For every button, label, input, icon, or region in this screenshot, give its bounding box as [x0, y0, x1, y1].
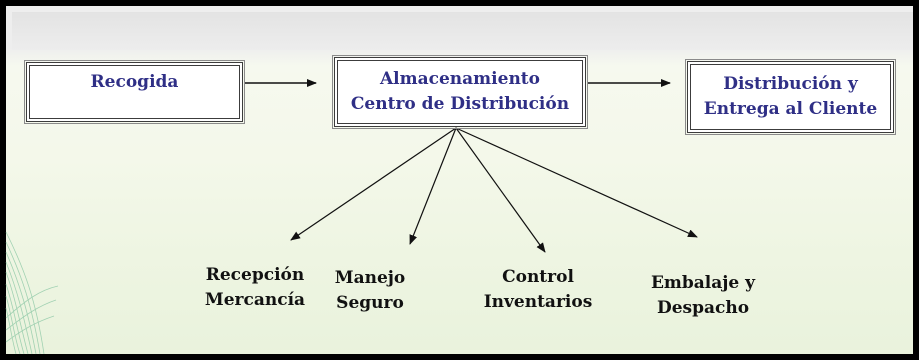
activity-recepcion-line2: Mercancía — [204, 290, 306, 310]
arrow-to-recepcion — [290, 127, 457, 241]
activity-manejo: Manejo Seguro — [330, 266, 410, 316]
activity-embalaje-line1: Embalaje y — [650, 273, 756, 293]
arrow-to-embalaje — [455, 127, 698, 238]
process-box-distribucion-line2: Entrega al Cliente — [703, 99, 878, 119]
activity-control: Control Inventarios — [468, 265, 608, 315]
activity-embalaje-line2: Despacho — [656, 298, 750, 318]
process-box-distribucion: Distribución y Entrega al Cliente — [685, 59, 896, 135]
activity-manejo-line1: Manejo — [334, 268, 406, 288]
process-box-recogida: Recogida — [24, 60, 245, 124]
activity-control-line2: Inventarios — [483, 292, 593, 312]
activity-recepcion-line1: Recepción — [205, 265, 305, 285]
process-box-almacenamiento-line1: Almacenamiento — [379, 69, 540, 89]
arrow-to-manejo — [409, 127, 457, 245]
top-band — [12, 12, 913, 50]
process-box-recogida-text: Recogida — [90, 72, 179, 92]
arrow-to-control — [455, 127, 546, 253]
activity-recepcion: Recepción Mercancía — [185, 263, 325, 313]
process-box-almacenamiento-line2: Centro de Distribución — [350, 94, 570, 114]
activity-embalaje: Embalaje y Despacho — [633, 271, 773, 321]
activity-manejo-line2: Seguro — [336, 293, 404, 313]
activity-control-line1: Control — [502, 267, 574, 287]
process-box-distribucion-line1: Distribución y — [723, 74, 858, 94]
decorative-wave-lines — [5, 231, 59, 355]
process-box-almacenamiento: Almacenamiento Centro de Distribución — [332, 55, 588, 129]
